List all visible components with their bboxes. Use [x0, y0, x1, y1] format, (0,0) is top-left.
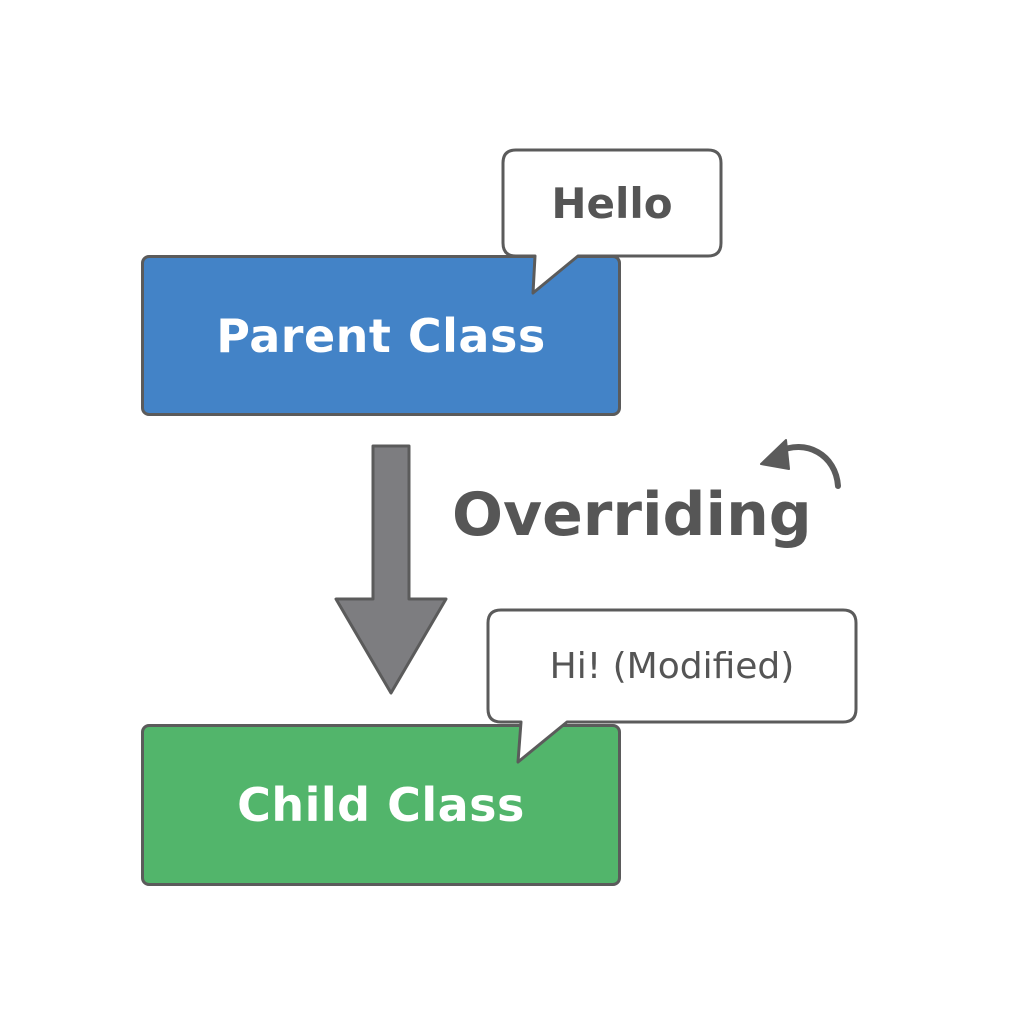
inheritance-arrow-shape	[334, 444, 448, 695]
parent-class-label: Parent Class	[216, 308, 546, 363]
child-class-label: Child Class	[237, 778, 525, 832]
curved-arrow-head	[760, 439, 790, 470]
parent-class-box: Parent Class	[141, 255, 621, 416]
child-class-box: Child Class	[141, 724, 621, 886]
child-message-text: Hi! (Modified)	[549, 646, 795, 687]
down-arrow-icon	[334, 444, 448, 695]
parent-message-text: Hello	[551, 178, 673, 228]
overriding-label: Overriding	[452, 480, 812, 550]
